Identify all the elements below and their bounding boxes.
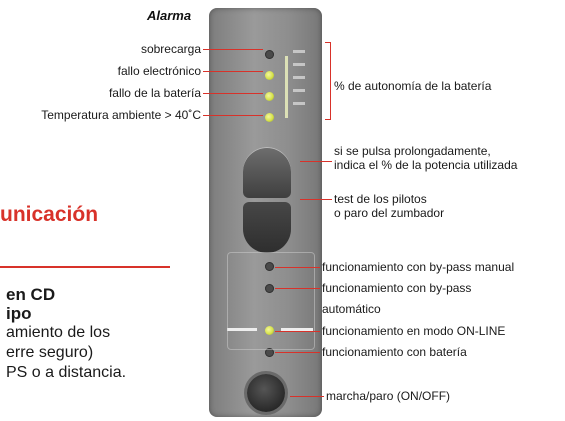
autonomy-bar-5 <box>293 102 305 105</box>
mode-line-left <box>227 328 257 331</box>
leader-electronic-fault <box>203 71 263 72</box>
leader-test <box>300 199 332 200</box>
autonomy-bar-3 <box>293 76 305 79</box>
leader-on-off <box>290 396 324 397</box>
body-line-2: erre seguro) <box>6 344 94 361</box>
label-on-off: marcha/paro (ON/OFF) <box>326 389 451 403</box>
label-overload: sobrecarga <box>140 42 201 56</box>
label-test-2: o paro del zumbador <box>334 206 445 220</box>
led-battery-mode <box>265 348 274 357</box>
body-line-1: amiento de los <box>6 324 111 341</box>
leader-long-press <box>300 161 332 162</box>
label-test-1: test de los pilotos <box>334 192 427 206</box>
label-temperature: Temperatura ambiente > 40˚C <box>41 108 201 122</box>
section-heading: unicación <box>0 203 99 226</box>
label-battery-fault: fallo de la batería <box>108 86 201 100</box>
led-bypass-auto <box>265 284 274 293</box>
label-bypass-manual: funcionamiento con by-pass manual <box>322 260 515 274</box>
mode-diagram-outline <box>227 252 315 350</box>
autonomy-bar-1 <box>293 50 305 53</box>
body-line-3: PS o a distancia. <box>6 364 127 381</box>
leader-battery-fault <box>203 93 263 94</box>
autonomy-bracket-bottom <box>325 119 331 120</box>
subheading-line-1: en CD <box>6 285 56 304</box>
mode-line-right <box>281 328 313 331</box>
leader-bypass-auto <box>275 288 320 289</box>
led-online <box>265 326 274 335</box>
autonomy-bracket <box>330 42 331 120</box>
on-off-button[interactable] <box>247 374 285 412</box>
leader-online <box>275 331 320 332</box>
leader-temperature <box>203 115 263 116</box>
label-long-press-1: si se pulsa prolongadamente, <box>334 144 491 158</box>
led-battery-fault <box>265 92 274 101</box>
leader-overload <box>203 49 263 50</box>
label-bypass-auto-1: funcionamiento con by-pass <box>322 281 472 295</box>
label-battery-mode: funcionamiento con batería <box>322 345 467 359</box>
led-temperature <box>265 113 274 122</box>
label-bypass-auto-2: automático <box>322 302 381 316</box>
label-long-press-2: indica el % de la potencia utilizada <box>334 158 518 172</box>
power-display-button[interactable] <box>243 147 291 198</box>
panel-title: Alarma <box>147 8 192 23</box>
leader-bypass-manual <box>275 267 320 268</box>
autonomy-indicator-strip <box>285 56 288 118</box>
led-electronic-fault <box>265 71 274 80</box>
test-button[interactable] <box>243 202 291 253</box>
ups-control-panel <box>209 8 322 417</box>
leader-battery-mode <box>275 352 320 353</box>
autonomy-bar-4 <box>293 89 305 92</box>
label-battery-autonomy: % de autonomía de la batería <box>334 79 492 93</box>
led-bypass-manual <box>265 262 274 271</box>
section-divider <box>0 266 170 268</box>
autonomy-bar-2 <box>293 63 305 66</box>
led-overload <box>265 50 274 59</box>
label-electronic-fault: fallo electrónico <box>117 64 201 78</box>
label-online: funcionamiento en modo ON-LINE <box>322 324 506 338</box>
subheading-line-2: ipo <box>6 304 32 323</box>
autonomy-bracket-top <box>325 42 331 43</box>
